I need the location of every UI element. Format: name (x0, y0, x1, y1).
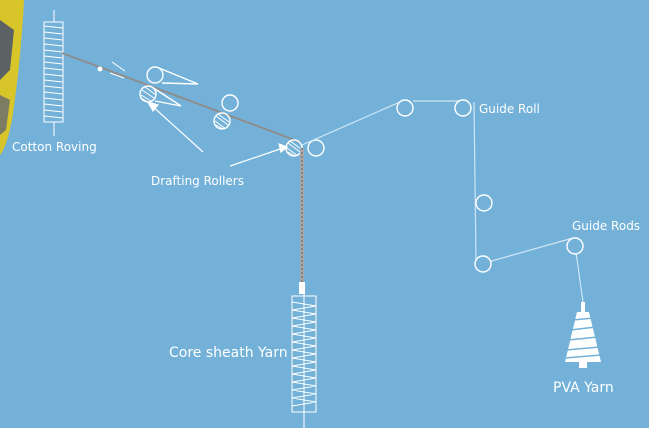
guide-components (397, 100, 583, 272)
pva-yarn-label: PVA Yarn (553, 381, 614, 395)
front-roller-top (308, 140, 324, 156)
guide-rod-upper (476, 195, 492, 211)
guide-rod-lower (475, 256, 491, 272)
pva-yarn-cone (565, 302, 601, 368)
cotton-yarn-path (62, 53, 300, 142)
drafting-rollers (140, 67, 324, 156)
core-sheath-yarn-label: Core sheath Yarn (169, 346, 288, 360)
guide-rods-label: Guide Rods (572, 220, 640, 232)
guide-rod-right (567, 238, 583, 254)
drafting-rollers-label: Drafting Rollers (151, 175, 244, 187)
guide-roll-label: Guide Roll (479, 103, 540, 115)
core-sheath-yarn-strand (299, 148, 305, 294)
guide-roll-2 (455, 100, 471, 116)
guide-roll-1 (397, 100, 413, 116)
cotton-roving-bobbin (44, 10, 63, 136)
core-sheath-bobbin (292, 294, 316, 428)
pva-yarn-path (302, 101, 583, 302)
middle-roller-top (222, 95, 238, 111)
corner-photo-fragment (0, 0, 24, 155)
cotton-roving-label: Cotton Roving (12, 141, 97, 153)
